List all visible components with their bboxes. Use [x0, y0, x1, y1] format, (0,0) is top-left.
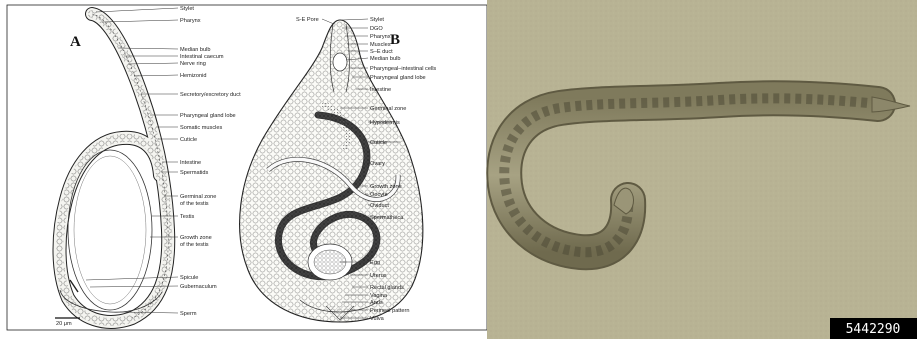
b-anus-label: Anus — [370, 300, 383, 306]
median-bulb-shape — [333, 53, 347, 71]
a-growth-zone-of-the-testis-label: Growth zone — [180, 235, 212, 241]
b-perineal-pattern-label: Perineal pattern — [370, 308, 410, 314]
a-spermatids-label: Spermatids — [180, 170, 208, 176]
b-egg-label: Egg — [370, 260, 380, 266]
photo-grain — [487, 0, 917, 339]
b-pharyngeal-gland-lobe-label: Pharyngeal gland lobe — [370, 75, 426, 81]
a-somatic-muscles-label: Somatic muscles — [180, 125, 222, 131]
a-testis-label: Testis — [180, 214, 195, 220]
b-growth-zone-label: Growth zone — [370, 184, 402, 190]
b-s-e-duct-label: S–E duct — [370, 49, 393, 55]
a-spicule-label: Spicule — [180, 275, 198, 281]
panel-a-letter: A — [70, 34, 81, 50]
a-growth-zone-of-the-testis-label-line2: of the testis — [180, 242, 209, 248]
b-dgo-label: DGO — [370, 26, 383, 32]
b-spermatheca-label: Spermatheca — [370, 215, 404, 221]
a-germinal-zone-of-the-testis-label-line2: of the testis — [180, 201, 209, 207]
b-germinal-zone-label: Germinal zone — [370, 106, 406, 112]
b-muscles-label: Muscles — [370, 42, 391, 48]
b-stylet-label: Stylet — [370, 17, 384, 23]
a-secretory-excretory-duct-label: Secretory/excretory duct — [180, 92, 241, 98]
b-hypodermis-label: Hypodermis — [370, 120, 400, 126]
micrograph-photo: 5442290 — [487, 0, 917, 339]
b-vulva-label: Vulva — [370, 316, 385, 322]
b-pharynx-label: Pharynx — [370, 34, 391, 40]
b-stylet-leader — [342, 19, 368, 20]
a-germinal-zone-of-the-testis-label: Germinal zone — [180, 194, 216, 200]
b-vagina-label: Vagina — [370, 293, 388, 299]
a-median-bulb-label: Median bulb — [180, 47, 210, 53]
b-median-bulb-label: Median bulb — [370, 56, 400, 62]
a-pharyngeal-gland-lobe-label: Pharyngeal gland lobe — [180, 113, 236, 119]
b-oviduct-label: Oviduct — [370, 203, 389, 209]
b-intestine-label: Intestine — [370, 87, 391, 93]
a-stylet-label: Stylet — [180, 6, 194, 12]
b-rectal-glands-label: Rectal glands — [370, 285, 404, 291]
b-uterus-label: Uterus — [370, 273, 387, 279]
scale-bar-label: 20 μm — [56, 321, 72, 327]
a-sperm-label: Sperm — [180, 311, 197, 317]
a-gubernaculum-label: Gubernaculum — [180, 284, 217, 290]
b-s-e-pore-leader — [322, 19, 334, 24]
a-nerve-ring-label: Nerve ring — [180, 61, 206, 67]
catalog-number: 5442290 — [846, 322, 901, 337]
panel-b-letter: B — [390, 32, 400, 48]
a-intestinal-caecum-label: Intestinal caecum — [180, 54, 224, 60]
b-oocyte-label: Oocyte — [370, 192, 388, 198]
a-intestine-label: Intestine — [180, 160, 201, 166]
b-ovary-label: Ovary — [370, 161, 385, 167]
b-pharyngeal-intestinal-cells-label: Pharyngeal–intestinal cells — [370, 66, 436, 72]
a-hemizonid-label: Hemizonid — [180, 73, 206, 79]
b-s-e-pore-label: S-E Pore — [296, 17, 319, 23]
a-cuticle-label: Cuticle — [180, 137, 197, 143]
b-cuticle-label: Cuticle — [370, 140, 387, 146]
a-pharynx-label: Pharynx — [180, 18, 201, 24]
